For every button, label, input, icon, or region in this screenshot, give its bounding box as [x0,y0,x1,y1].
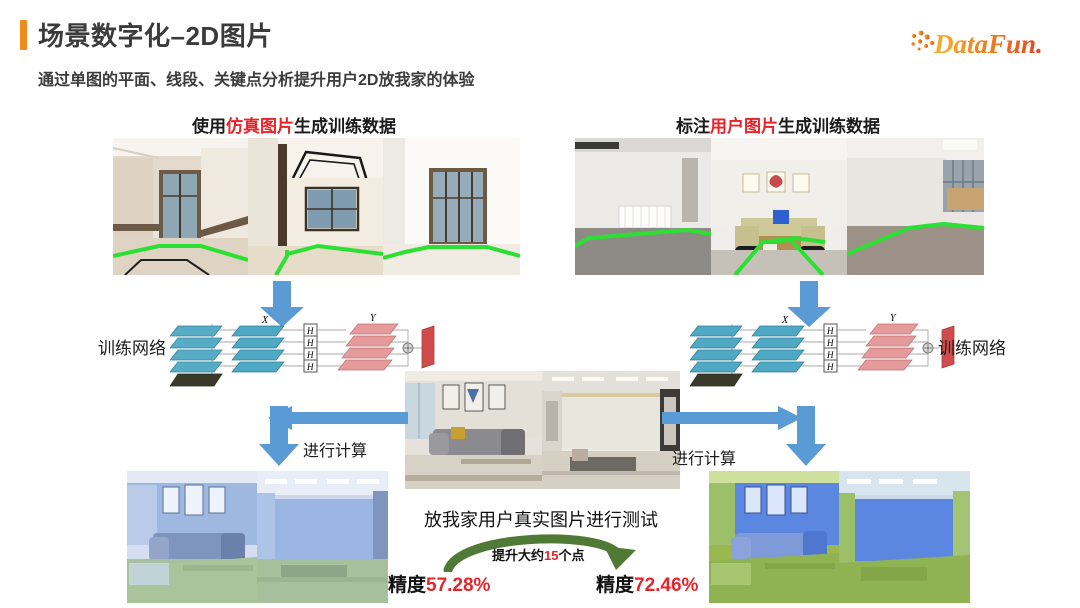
left-caption-post: 生成训练数据 [294,117,396,136]
right-network-diagram: H H H H X Y [689,312,960,395]
right-result-photo-2 [839,471,970,603]
left-result-photo-2 [257,471,388,603]
gain-highlight: 15 [544,548,559,563]
right-accuracy-label: 精度 [596,575,635,596]
right-caption-post: 生成训练数据 [778,117,880,136]
title-accent-bar [20,19,27,50]
page-title: 场景数字化–2D图片 [20,16,273,53]
gain-post: 个点 [558,548,585,563]
gain-pre: 提升大约 [492,548,545,563]
svg-text:H: H [826,350,834,360]
datafun-logo-icon: DataFun. [911,29,1043,59]
synthetic-photo-1 [113,138,248,275]
left-network-label: 训练网络 [98,339,166,358]
arrow-down-right-result [784,406,828,471]
gain-arc-icon [440,528,640,577]
svg-text:H: H [826,326,834,336]
title-label: 场景数字化–2D图片 [38,21,273,51]
right-accuracy: 精度72.46% [596,570,698,597]
right-result-strip [709,471,970,603]
left-result-photo-1 [127,471,257,603]
svg-text:H: H [306,338,314,348]
left-result-strip [127,471,388,603]
user-photo-3 [847,138,984,275]
user-photo-1 [575,138,711,275]
synthetic-photo-2 [248,138,383,275]
arrow-left-compute [268,406,408,435]
arrow-down-left-top [258,281,306,332]
test-caption: 放我家用户真实图片进行测试 [424,510,658,530]
test-photo-2 [542,371,680,489]
svg-text:H: H [306,350,314,360]
test-photo-1 [405,371,542,489]
svg-text:DataFun.: DataFun. [933,29,1043,59]
svg-text:H: H [306,362,314,372]
right-compute-label: 进行计算 [672,451,737,468]
arrow-down-right-top [785,281,833,332]
op-symbol: H [306,326,314,336]
left-accuracy-label: 精度 [388,575,427,596]
synthetic-photo-3 [383,138,520,275]
gain-label: 提升大约15个点 [492,545,585,564]
arrow-down-left-result [257,406,301,471]
svg-text:H: H [826,338,834,348]
user-photo-2 [711,138,847,275]
left-accuracy-value: 57.28% [426,575,491,596]
datafun-logo: DataFun. [908,26,1058,60]
right-result-photo-1 [709,471,839,603]
left-network-diagram: H H H H X Y [169,312,440,395]
svg-text:H: H [826,362,834,372]
user-image-strip [575,138,984,275]
svg-text:X: X [781,315,789,326]
left-accuracy: 精度57.28% [388,570,490,597]
right-section-caption: 标注用户图片生成训练数据 [676,112,880,137]
page-subtitle: 通过单图的平面、线段、关键点分析提升用户2D放我家的体验 [38,72,475,89]
right-caption-highlight: 用户图片 [710,117,778,136]
left-compute-label: 进行计算 [303,443,368,460]
test-image-strip [405,371,680,489]
left-section-caption: 使用仿真图片生成训练数据 [192,112,396,137]
right-accuracy-value: 72.46% [634,575,699,596]
node-x-label: X [261,315,269,326]
right-network-label: 训练网络 [938,339,1006,358]
node-y-label: Y [370,313,377,324]
svg-text:Y: Y [890,313,897,324]
arrow-right-compute [662,406,802,435]
synthetic-image-strip [113,138,520,275]
left-caption-highlight: 仿真图片 [226,117,294,136]
left-caption-pre: 使用 [192,117,226,136]
right-caption-pre: 标注 [676,117,710,136]
